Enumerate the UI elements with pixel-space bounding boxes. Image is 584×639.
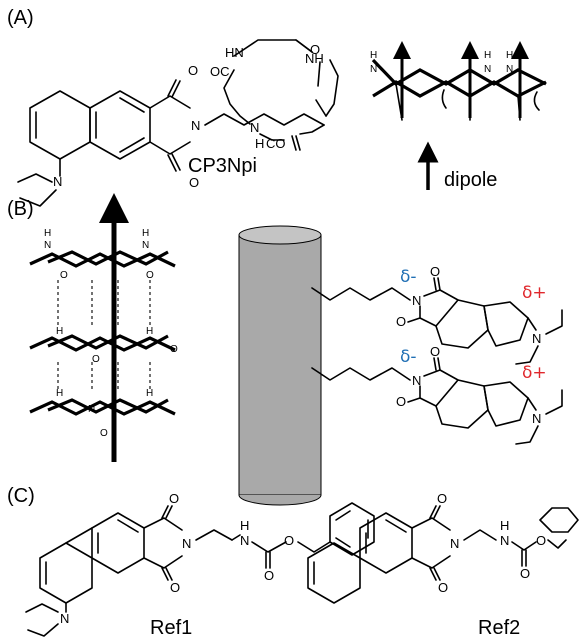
atom-n-b1: N — [44, 240, 51, 251]
atom-hn: HN — [225, 45, 244, 60]
ref1-atom-o-bottom: O — [170, 580, 180, 595]
atom-o-b2: O — [146, 270, 154, 281]
ref2-atom-o-bottom: O — [438, 580, 448, 595]
atom-n-c2: N — [412, 373, 421, 388]
label-ref2: Ref2 — [478, 617, 520, 639]
atom-o-c1a: O — [430, 264, 440, 279]
atom-h-dipole-1: H — [370, 50, 377, 61]
ref1-atom-n-amine: N — [60, 611, 69, 626]
atom-n-c2c: N — [532, 411, 541, 426]
atom-h-b4: H — [146, 326, 153, 337]
atom-o-b5: O — [100, 428, 108, 439]
atom-n-b2: N — [142, 240, 149, 251]
atom-oc: OC — [210, 64, 230, 79]
atom-o-c2a: O — [430, 344, 440, 359]
atom-n-amine: N — [53, 174, 62, 189]
ref2-atom-h: H — [500, 518, 509, 533]
atom-n-b5: N — [88, 404, 95, 415]
ref2-atom-o-top: O — [437, 491, 447, 506]
ref1-atom-o-ester: O — [284, 533, 294, 548]
atom-h-b1: H — [44, 228, 51, 239]
atom-n-dipole-1: N — [370, 64, 377, 75]
atom-o-c2b: O — [396, 394, 406, 409]
atom-n-imide: N — [191, 118, 200, 133]
ref1-atom-h: H — [240, 518, 249, 533]
panel-label-c: (C) — [7, 485, 35, 507]
atom-h-b6: H — [146, 388, 153, 399]
ref2-structure: O O N H N O O — [307, 491, 579, 604]
atom-h-lower: H — [255, 136, 264, 151]
ref1-atom-o-carbonyl: O — [264, 568, 274, 583]
atom-h-dipole-2: H — [484, 50, 491, 61]
ref1-structure: O O N H N O O N — [25, 491, 375, 637]
atom-o-c1b: O — [396, 314, 406, 329]
atom-o-b4: O — [170, 344, 178, 355]
nanotube-cylinder — [238, 225, 322, 506]
atom-n-c1: N — [412, 293, 421, 308]
atom-nh-right: NH — [305, 51, 324, 66]
stacked-backbones: H N H N O O H H O O H H N O — [29, 228, 178, 439]
atom-n-c1c: N — [532, 331, 541, 346]
panel-label-a: (A) — [7, 7, 34, 29]
atom-o-top: O — [188, 63, 198, 78]
atom-n-lower: N — [250, 120, 259, 135]
ref2-atom-n-carb: N — [500, 533, 509, 548]
label-dipole: dipole — [444, 169, 497, 191]
atom-o-bottom: O — [189, 175, 199, 190]
atom-o-b3: O — [92, 354, 100, 365]
atom-n-dipole-3: N — [506, 64, 513, 75]
delta-plus-upper: δ+ — [522, 283, 547, 303]
label-ref1: Ref1 — [150, 617, 192, 639]
panel-label-b: (B) — [7, 198, 34, 220]
ref2-atom-o-ester: O — [536, 533, 546, 548]
atom-co: CO — [266, 136, 286, 151]
atom-o-ring: O — [310, 42, 320, 57]
delta-minus-lower: δ- — [400, 347, 417, 367]
atom-h-b2: H — [142, 228, 149, 239]
atom-n-dipole-2: N — [484, 64, 491, 75]
ref2-atom-o-carbonyl: O — [520, 566, 530, 581]
ref2-atom-n-imide: N — [450, 536, 459, 551]
dipole-backbone: H N H H N N — [370, 41, 547, 121]
ref1-atom-n-imide: N — [182, 536, 191, 551]
chromophore-upper: N O O N — [311, 264, 563, 365]
atom-h-b3: H — [56, 326, 63, 337]
ref1-atom-n-carb: N — [240, 533, 249, 548]
atom-h-dipole-3: H — [506, 50, 513, 61]
delta-minus-upper: δ- — [400, 267, 417, 287]
cp3npi-structure: O O N N HN OC NH O N H CO — [17, 39, 339, 207]
atom-o-b1: O — [60, 270, 68, 281]
chromophore-lower: N O O N — [311, 344, 563, 445]
atom-h-b5: H — [56, 388, 63, 399]
label-cp3npi: CP3Npi — [188, 155, 257, 177]
ref1-atom-o-top: O — [169, 491, 179, 506]
delta-plus-lower: δ+ — [522, 363, 547, 383]
